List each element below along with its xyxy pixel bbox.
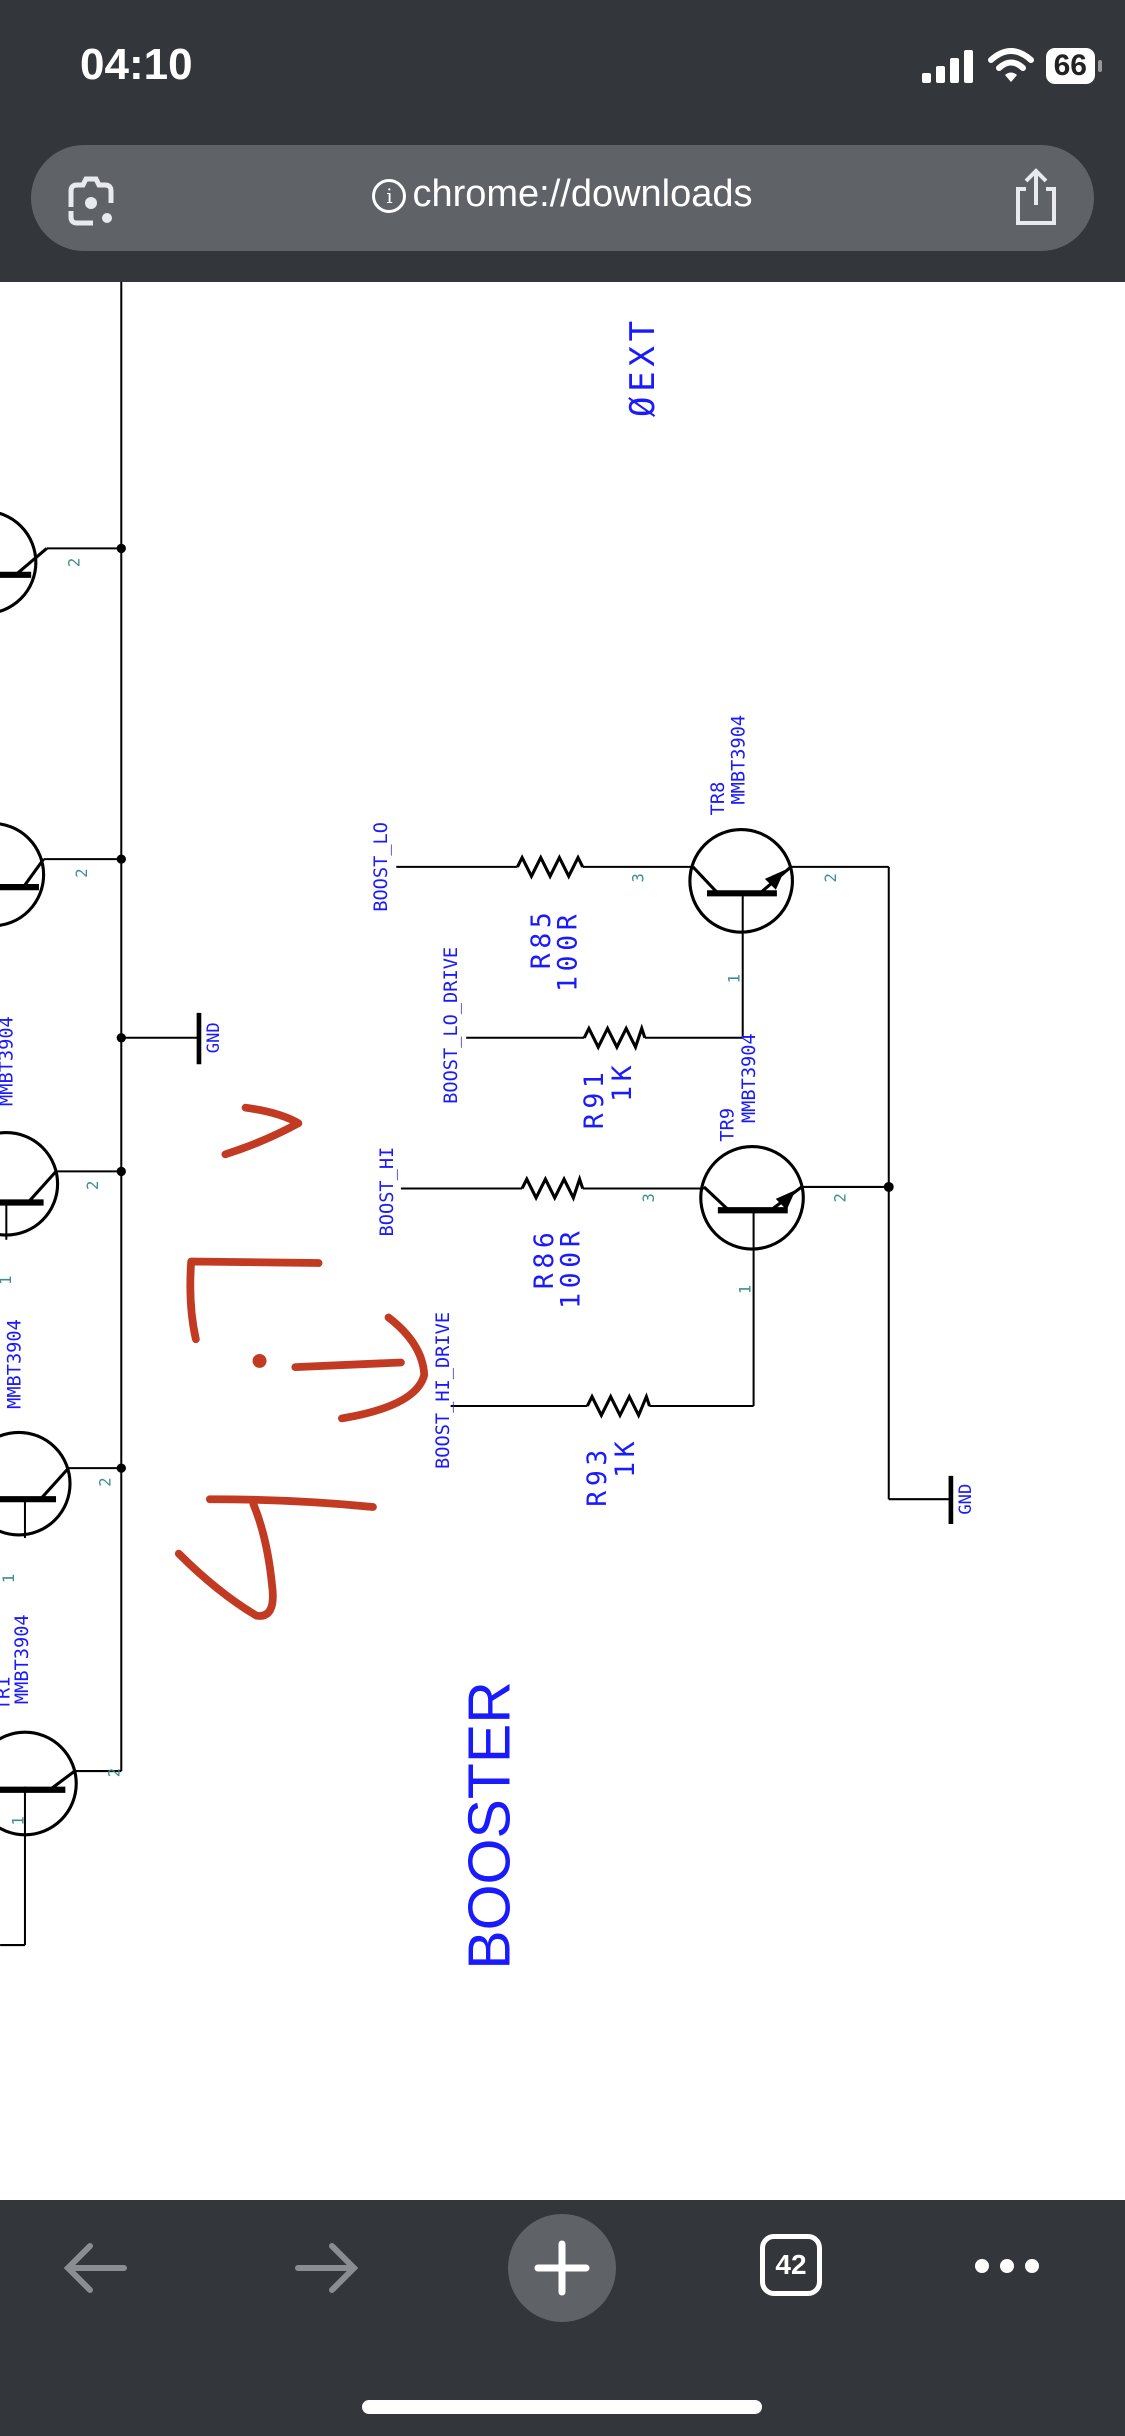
- url-text[interactable]: chrome://downloads: [412, 173, 753, 215]
- new-tab-button[interactable]: [508, 2214, 616, 2322]
- forward-icon[interactable]: [292, 2238, 362, 2298]
- net-gnd-left: GND: [204, 1022, 224, 1053]
- left-part-2: MMBT3904: [4, 1319, 25, 1409]
- left-pin2-2: 2: [73, 868, 91, 877]
- transistors: [0, 511, 805, 1837]
- r86-value: 100R: [556, 1227, 587, 1309]
- left-pin2-5: 2: [106, 1768, 124, 1777]
- junction-dots: [116, 543, 894, 1473]
- booster-title: BOOSTER: [457, 1681, 523, 1970]
- left-pin2-1: 2: [65, 558, 83, 567]
- r85-ref: R85: [526, 908, 557, 970]
- info-icon[interactable]: i: [372, 178, 407, 213]
- transistor-left-1: [0, 511, 48, 613]
- wifi-icon: [987, 48, 1034, 82]
- tr9-ref: TR9: [717, 1108, 738, 1142]
- tr1-ref: TR1: [0, 1677, 14, 1711]
- left-part-1: MMBT3904: [0, 1016, 18, 1106]
- transistor-left-3: [0, 1131, 60, 1237]
- r93-value: 1K: [610, 1437, 641, 1478]
- gnd-symbols: [196, 1012, 954, 1525]
- left-pin2-3: 2: [84, 1181, 102, 1190]
- plus-icon: [534, 2240, 590, 2296]
- left-pin2-4: 2: [96, 1477, 114, 1486]
- status-icons: 66: [921, 48, 1103, 84]
- tr8-pin3: 3: [629, 873, 647, 882]
- tr1-part: MMBT3904: [12, 1614, 33, 1704]
- resistor-r93: [585, 1392, 651, 1420]
- home-indicator[interactable]: [362, 2400, 762, 2414]
- battery-level: 66: [1053, 49, 1087, 82]
- share-icon[interactable]: [1008, 167, 1064, 229]
- tr9-pin3: 3: [640, 1193, 658, 1202]
- transistor-tr9: [699, 1144, 805, 1251]
- more-icon[interactable]: [972, 2256, 1042, 2276]
- left-pin1-2: 1: [0, 1574, 18, 1583]
- back-icon[interactable]: [60, 2238, 130, 2298]
- transistor-left-2: [0, 822, 46, 927]
- net-gnd-right: GND: [956, 1484, 976, 1515]
- r91-value: 1K: [607, 1061, 638, 1102]
- transistor-tr8: [688, 828, 794, 934]
- left-pin1-1: 1: [0, 1275, 15, 1284]
- handwritten-annotation: [174, 1103, 429, 1620]
- browser-bottom-toolbar: 42: [0, 2200, 1125, 2436]
- r93-ref: R93: [582, 1445, 613, 1507]
- r91-ref: R91: [579, 1068, 610, 1130]
- transistor-left-4: [0, 1430, 72, 1537]
- tr8-pin2: 2: [822, 873, 840, 882]
- signal-icon: [921, 50, 973, 83]
- resistor-r85: [516, 854, 585, 880]
- tr9-part: MMBT3904: [739, 1033, 760, 1123]
- r86-ref: R86: [529, 1228, 560, 1290]
- ext-label: ØEXT: [623, 316, 663, 417]
- net-boost-hi: BOOST_HI: [377, 1147, 398, 1237]
- tr8-part: MMBT3904: [728, 715, 749, 805]
- resistors: [516, 854, 651, 1420]
- tr8-pin1: 1: [726, 974, 744, 983]
- left-pin1-3: 1: [9, 1816, 27, 1825]
- resistor-r91: [582, 1023, 647, 1052]
- net-boost-lo: BOOST_LO: [371, 822, 392, 912]
- net-boost-lo-drive: BOOST_LO_DRIVE: [441, 947, 462, 1104]
- tr8-ref: TR8: [708, 782, 729, 816]
- google-lens-icon[interactable]: [63, 173, 119, 229]
- tab-switcher-button[interactable]: 42: [760, 2234, 822, 2296]
- tr9-pin2: 2: [831, 1193, 849, 1202]
- r85-value: 100R: [552, 910, 583, 992]
- tab-count: 42: [775, 2249, 807, 2280]
- net-boost-hi-drive: BOOST_HI_DRIVE: [433, 1312, 454, 1469]
- tr9-pin1: 1: [736, 1285, 754, 1294]
- battery-icon: 66: [1045, 48, 1103, 84]
- resistor-r86: [520, 1174, 585, 1202]
- transistor-tr1: [0, 1730, 78, 1837]
- status-time: 04:10: [80, 40, 193, 89]
